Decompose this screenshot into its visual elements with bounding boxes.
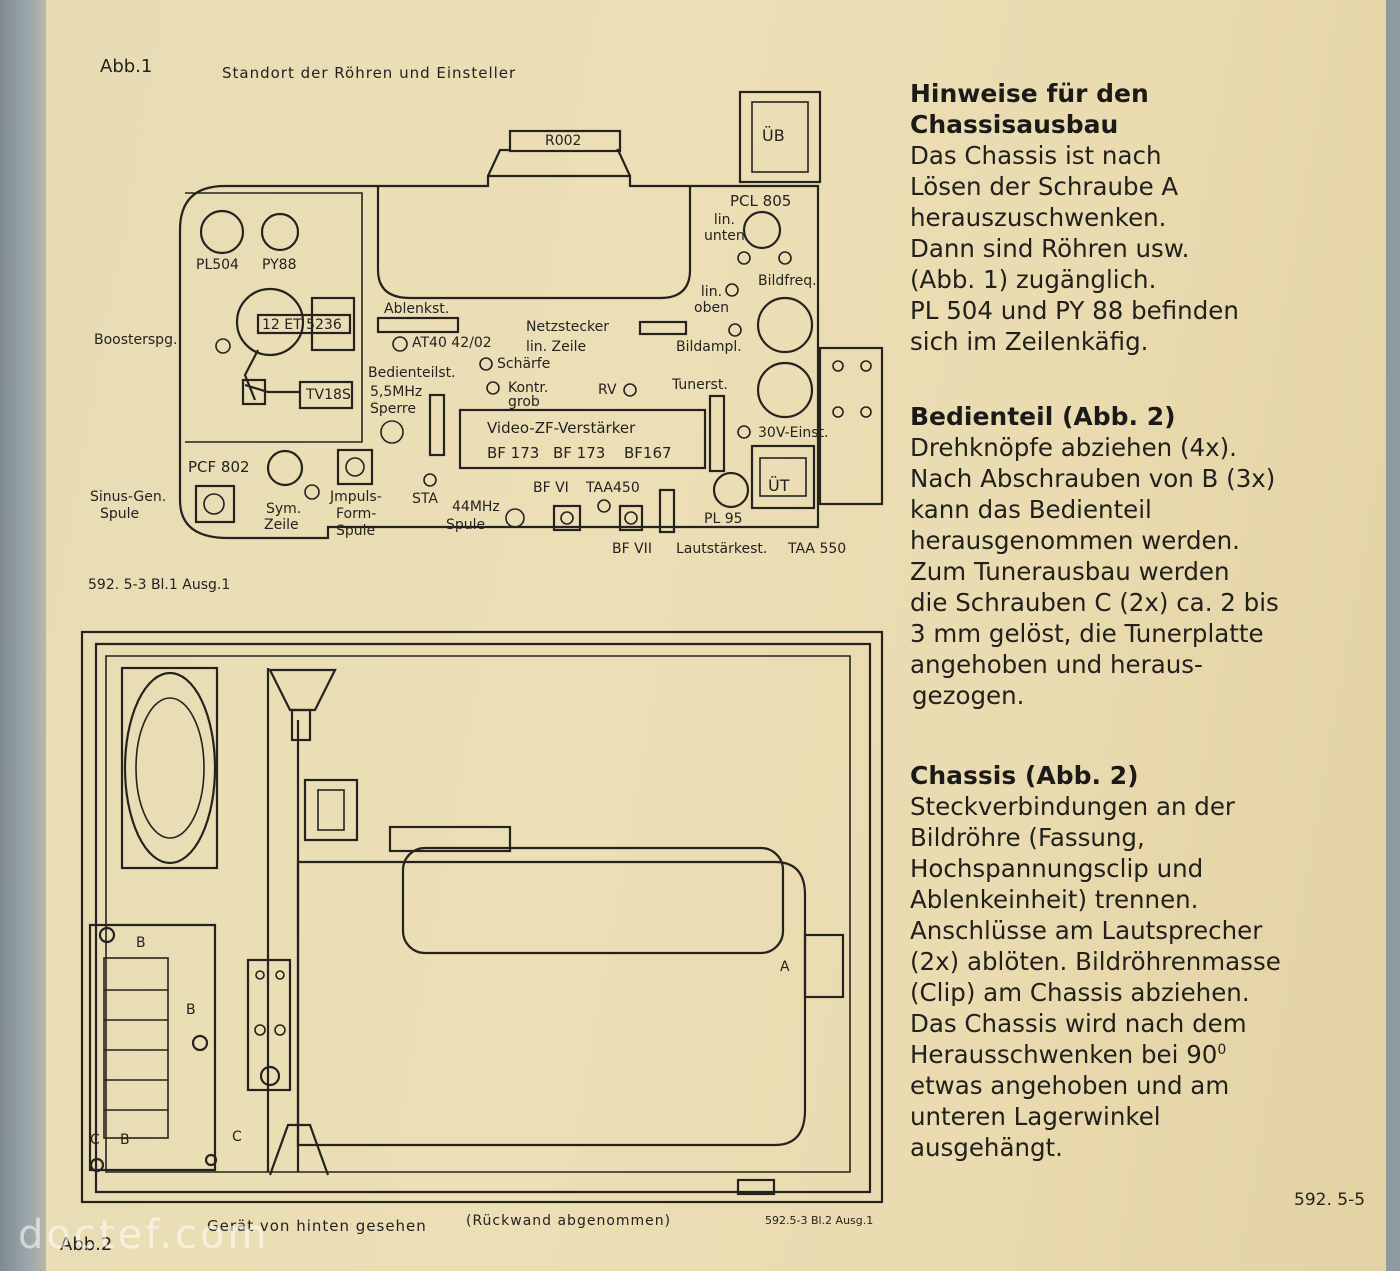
label-video-zf: Video-ZF-Verstärker	[487, 419, 636, 437]
label-12et5236: 12 ET 5236	[262, 317, 342, 333]
background-edge	[0, 0, 46, 1271]
label-pl95: PL 95	[704, 511, 743, 527]
heading-bedienteil: Bedienteil (Abb. 2)	[910, 402, 1176, 431]
watermark: doctef.com	[18, 1212, 270, 1258]
label-bildfreq: Bildfreq.	[758, 273, 817, 289]
label-5-5mhz: 5,5MHz	[370, 384, 423, 400]
label-at40: AT40 42/02	[412, 335, 492, 351]
label-lautstaerkest: Lautstärkest.	[676, 541, 768, 557]
label-zeile: Zeile	[264, 517, 299, 533]
label-sperre: Sperre	[370, 401, 416, 417]
label-bf173-a: BF 173	[487, 444, 540, 462]
label-impuls: Jmpuls-	[330, 489, 382, 505]
label-pcl805: PCL 805	[730, 192, 792, 210]
manual-page	[46, 0, 1386, 1271]
page-code: 592. 5-5	[1294, 1190, 1366, 1210]
label-sta: STA	[412, 491, 438, 507]
fig2-caption-a: Gerät von hinten gesehen	[207, 1217, 427, 1235]
label-a: A	[780, 959, 790, 975]
body-chassisausbau: Das Chassis ist nach Lösen der Schraube …	[910, 141, 1239, 356]
label-tunerst: Tunerst.	[672, 377, 728, 393]
label-spule-1: Spule	[100, 506, 140, 522]
label-ablenkst: Ablenkst.	[384, 301, 450, 317]
fig1-code: 592. 5-3 Bl.1 Ausg.1	[88, 577, 231, 593]
fig2-code: 592.5-3 Bl.2 Ausg.1	[765, 1214, 874, 1227]
label-taa450: TAA450	[586, 480, 640, 496]
label-c-1: C	[90, 1132, 100, 1148]
label-spule-3: Spule	[446, 517, 486, 533]
label-r002: R002	[545, 133, 582, 149]
label-bfvii: BF VII	[612, 541, 652, 557]
label-pcf802: PCF 802	[188, 458, 250, 476]
label-bildampl: Bildampl.	[676, 339, 742, 355]
label-pl504: PL504	[196, 257, 239, 273]
label-sinus-gen: Sinus-Gen.	[90, 489, 167, 505]
label-b-1: B	[136, 935, 146, 951]
label-boosterspg: Boosterspg.	[94, 332, 178, 348]
label-30v-einst: 30V-Einst.	[758, 425, 829, 441]
label-lin-zeile: lin. Zeile	[526, 339, 587, 355]
label-b-2: B	[186, 1002, 196, 1018]
degree-superscript: 0	[1217, 1041, 1227, 1058]
heading-chassis: Chassis (Abb. 2)	[910, 761, 1139, 790]
label-tv18s: TV18S	[306, 387, 351, 403]
label-bf167: BF167	[624, 444, 672, 462]
label-taa550: TAA 550	[788, 541, 847, 557]
label-grob: grob	[508, 394, 540, 410]
label-form: Form-	[336, 506, 377, 522]
label-bf173-b: BF 173	[553, 444, 606, 462]
label-spule-2: Spule	[336, 523, 376, 539]
fig1-title: Standort der Röhren und Einsteller	[222, 64, 517, 82]
label-bedienteilst: Bedienteilst.	[368, 365, 456, 381]
body-bedienteil: Drehknöpfe abziehen (4x). Nach Abschraub…	[910, 433, 1279, 710]
label-bfvi: BF VI	[533, 480, 569, 496]
r002-block	[508, 129, 622, 153]
label-lin-unten: lin. unten	[704, 212, 745, 244]
label-ub: ÜB	[762, 126, 785, 145]
section-chassis: Chassis (Abb. 2) Steckverbindungen an de…	[910, 760, 1281, 1163]
label-lin-oben: lin. oben	[694, 284, 729, 316]
label-ut: ÜT	[768, 476, 790, 495]
fig2-caption-b: (Rückwand abgenommen)	[466, 1213, 672, 1229]
label-b-3: B	[120, 1132, 130, 1148]
body-chassis: Steckverbindungen an der Bildröhre (Fass…	[910, 792, 1281, 1162]
label-kontr: Kontr.	[508, 380, 549, 396]
fig1-label: Abb.1	[100, 56, 153, 77]
heading-chassisausbau: Hinweise für den Chassisausbau	[910, 79, 1149, 139]
section-chassisausbau: Hinweise für den Chassisausbau Das Chass…	[910, 78, 1239, 357]
fig2-drawing	[80, 630, 884, 1204]
fig1-drawing	[178, 90, 884, 540]
label-py88: PY88	[262, 257, 297, 273]
label-sym: Sym.	[266, 501, 302, 517]
label-schaerfe: Schärfe	[497, 356, 551, 372]
fig2-label: Abb.2	[60, 1234, 113, 1255]
section-bedienteil: Bedienteil (Abb. 2) Drehknöpfe abziehen …	[910, 401, 1279, 711]
label-c-2: C	[232, 1129, 242, 1145]
label-rv: RV	[598, 382, 617, 398]
label-netzstecker: Netzstecker	[526, 319, 609, 335]
label-44mhz: 44MHz	[452, 499, 500, 515]
